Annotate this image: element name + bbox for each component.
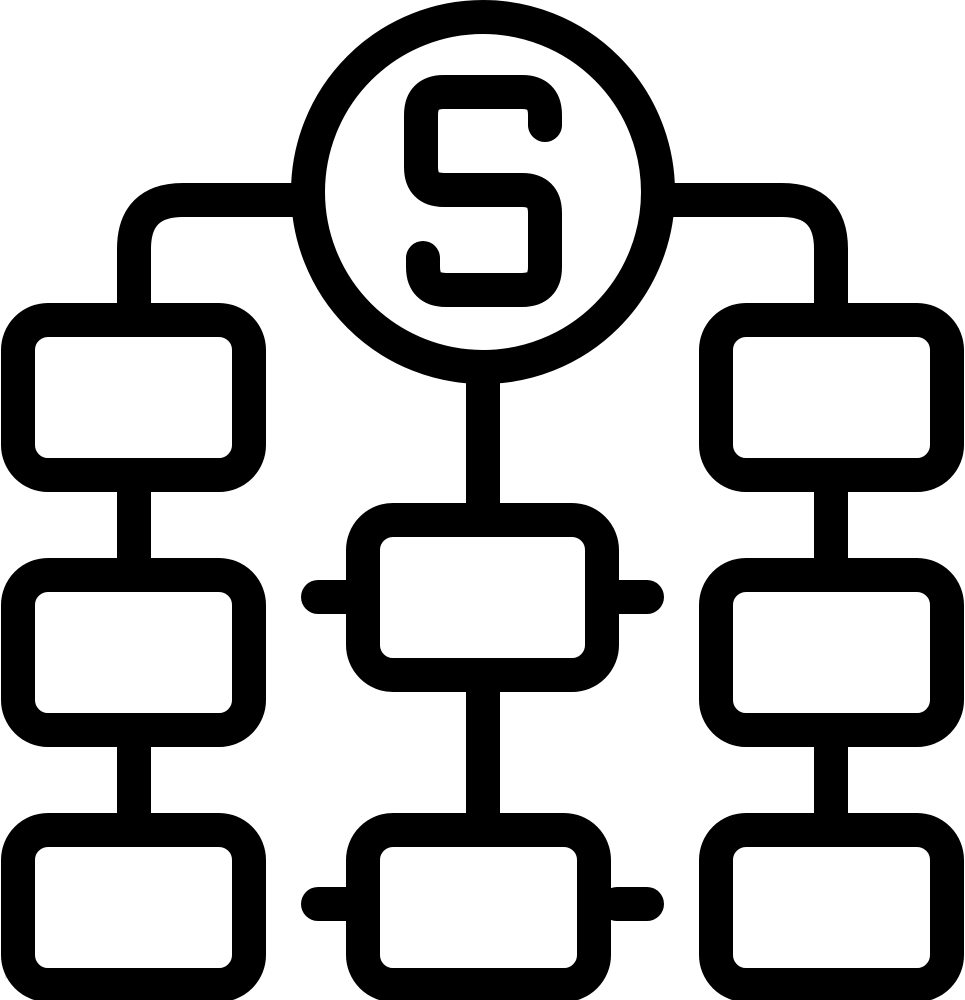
box-right-1 bbox=[699, 303, 964, 492]
box-left-2 bbox=[1, 558, 266, 747]
box-right-3 bbox=[699, 813, 964, 1000]
box-right-2 bbox=[699, 558, 964, 747]
box-center-1 bbox=[346, 503, 619, 692]
connector-left-top bbox=[117, 183, 309, 322]
connector-right-top bbox=[655, 183, 848, 322]
stock-id-watermark: 556473785 bbox=[4, 896, 19, 980]
box-center-2 bbox=[346, 813, 611, 1000]
box-left-3 bbox=[1, 813, 266, 1000]
dollar-s-icon bbox=[404, 75, 562, 307]
box-left-1 bbox=[1, 303, 266, 492]
